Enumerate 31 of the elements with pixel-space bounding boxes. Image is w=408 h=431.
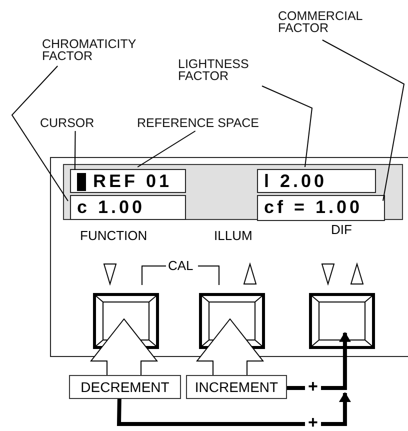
display-field (257, 169, 376, 193)
function-tag: INCREMENT (186, 375, 287, 399)
callout-label: COMMERCIAL FACTOR (278, 10, 398, 40)
display-field (257, 195, 385, 221)
display-reading: REF 01 (93, 171, 172, 192)
group-label: CAL (168, 258, 194, 273)
hollow-arrow (90, 318, 158, 376)
leader-line (137, 130, 196, 168)
callout-label: LIGHTNESS FACTOR (178, 58, 278, 86)
leader-line (11, 66, 68, 202)
cursor-block (77, 173, 86, 191)
display-reading: c 1.00 (77, 197, 146, 218)
key-label: FUNCTION (80, 228, 148, 243)
arrow (116, 392, 351, 426)
instrument-panel (50, 157, 408, 357)
display-reading: l 2.00 (264, 171, 328, 192)
callout-label: REFERENCE SPACE (137, 117, 299, 131)
leader-line (322, 40, 405, 202)
display-reading: cf = 1.00 (264, 197, 363, 218)
leader-line (262, 86, 313, 168)
leader-line (74, 130, 76, 170)
key-label: ILLUM (214, 228, 252, 243)
hollow-arrow (196, 318, 264, 376)
display-field (70, 195, 186, 220)
function-tag: DECREMENT (69, 375, 181, 399)
arrow (287, 332, 351, 390)
callout-label: CHROMATICITY FACTOR (42, 38, 172, 66)
display-field (70, 169, 186, 193)
callout-label: CURSOR (40, 117, 112, 131)
display-window (63, 164, 403, 220)
key-label: DIF (331, 222, 352, 237)
